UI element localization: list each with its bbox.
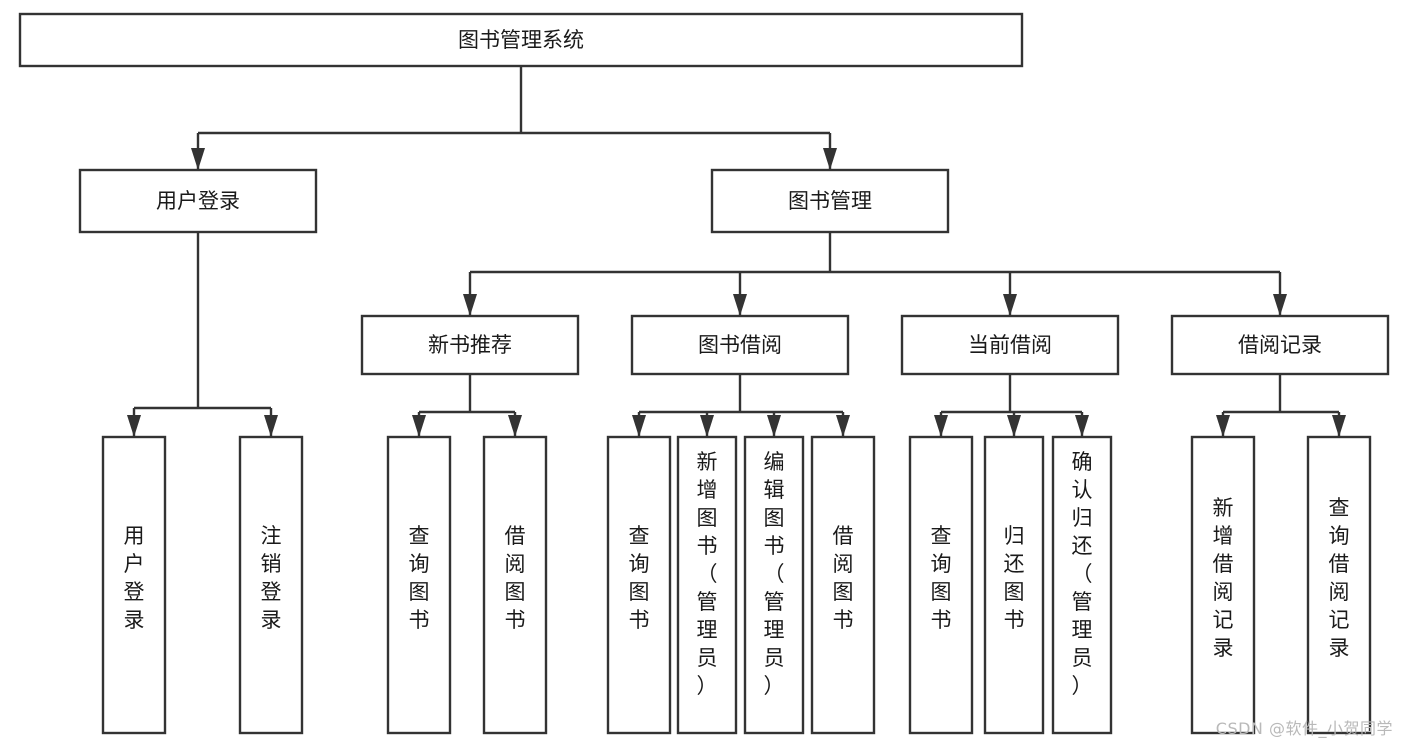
node-root[interactable]: 图书管理系统 (18, 12, 1024, 68)
node-label-leaf-query-book-3: 查询图书 (931, 524, 952, 632)
arrow-head-icon (191, 148, 205, 170)
node-label-leaf-logout: 注销登录 (261, 524, 282, 632)
arrow-head-icon (1075, 415, 1089, 437)
arrow-head-icon (1332, 415, 1346, 437)
arrow-head-icon (700, 415, 714, 437)
node-box-leaf-logout (238, 435, 304, 735)
node-box-leaf-query-borrow-record (1306, 435, 1372, 735)
node-book-manage[interactable]: 图书管理 (710, 168, 950, 234)
arrow-head-icon (1003, 294, 1017, 316)
node-leaf-add-borrow-record[interactable]: 新增借阅记录 (1190, 435, 1256, 735)
connector-layer (127, 66, 1346, 437)
arrow-head-icon (264, 415, 278, 437)
node-leaf-query-book-1[interactable]: 查询图书 (386, 435, 452, 735)
arrow-head-icon (823, 148, 837, 170)
node-user-login[interactable]: 用户登录 (78, 168, 318, 234)
node-label-borrow-record: 借阅记录 (1238, 333, 1322, 357)
node-leaf-borrow-book-2[interactable]: 借阅图书 (810, 435, 876, 735)
arrow-head-icon (412, 415, 426, 437)
node-box-leaf-query-book-2 (606, 435, 672, 735)
node-label-book-borrow: 图书借阅 (698, 333, 782, 357)
node-book-borrow[interactable]: 图书借阅 (630, 314, 850, 376)
node-leaf-query-book-2[interactable]: 查询图书 (606, 435, 672, 735)
arrow-head-icon (934, 415, 948, 437)
node-label-leaf-query-book-2: 查询图书 (629, 524, 650, 632)
arrow-head-icon (767, 415, 781, 437)
arrow-head-icon (733, 294, 747, 316)
arrow-head-icon (836, 415, 850, 437)
arrow-head-icon (508, 415, 522, 437)
node-leaf-borrow-book-1[interactable]: 借阅图书 (482, 435, 548, 735)
node-label-book-manage: 图书管理 (788, 189, 872, 213)
node-box-leaf-query-book-3 (908, 435, 974, 735)
node-leaf-logout[interactable]: 注销登录 (238, 435, 304, 735)
node-leaf-user-login[interactable]: 用户登录 (101, 435, 167, 735)
node-label-leaf-borrow-book-2: 借阅图书 (833, 524, 854, 632)
node-label-leaf-query-borrow-record: 查询借阅记录 (1329, 496, 1350, 660)
arrow-head-icon (1273, 294, 1287, 316)
arrow-head-icon (1216, 415, 1230, 437)
node-new-book-recommend[interactable]: 新书推荐 (360, 314, 580, 376)
node-label-leaf-user-login: 用户登录 (124, 524, 145, 632)
node-current-borrow[interactable]: 当前借阅 (900, 314, 1120, 376)
node-box-borrow-record (1170, 314, 1390, 376)
node-leaf-edit-book-admin[interactable]: 编辑图书（管理员） (743, 435, 805, 735)
node-box-current-borrow (900, 314, 1120, 376)
node-label-leaf-borrow-book-1: 借阅图书 (505, 524, 526, 632)
node-label-new-book-recommend: 新书推荐 (428, 333, 512, 357)
node-box-leaf-confirm-return-admin (1051, 435, 1113, 735)
node-box-leaf-edit-book-admin (743, 435, 805, 735)
arrow-head-icon (1007, 415, 1021, 437)
node-layer: 图书管理系统用户登录图书管理新书推荐图书借阅当前借阅借阅记录用户登录注销登录查询… (18, 12, 1390, 735)
node-box-leaf-add-borrow-record (1190, 435, 1256, 735)
node-label-leaf-edit-book-admin: 编辑图书（管理员） (764, 450, 785, 698)
node-label-user-login: 用户登录 (156, 189, 240, 213)
node-label-leaf-confirm-return-admin: 确认归还（管理员） (1072, 450, 1093, 698)
node-borrow-record[interactable]: 借阅记录 (1170, 314, 1390, 376)
node-box-leaf-borrow-book-1 (482, 435, 548, 735)
node-leaf-return-book[interactable]: 归还图书 (983, 435, 1045, 735)
arrow-head-icon (632, 415, 646, 437)
node-box-new-book-recommend (360, 314, 580, 376)
node-label-leaf-return-book: 归还图书 (1004, 524, 1025, 632)
node-box-leaf-query-book-1 (386, 435, 452, 735)
node-box-leaf-add-book-admin (676, 435, 738, 735)
arrow-head-icon (463, 294, 477, 316)
arrow-head-icon (127, 415, 141, 437)
node-label-current-borrow: 当前借阅 (968, 333, 1052, 357)
node-box-user-login (78, 168, 318, 234)
node-box-root (18, 12, 1024, 68)
node-label-leaf-query-book-1: 查询图书 (409, 524, 430, 632)
node-box-leaf-return-book (983, 435, 1045, 735)
node-leaf-confirm-return-admin[interactable]: 确认归还（管理员） (1051, 435, 1113, 735)
node-leaf-query-borrow-record[interactable]: 查询借阅记录 (1306, 435, 1372, 735)
node-box-book-manage (710, 168, 950, 234)
node-label-leaf-add-borrow-record: 新增借阅记录 (1213, 496, 1234, 660)
node-box-book-borrow (630, 314, 850, 376)
node-label-root: 图书管理系统 (458, 28, 584, 52)
node-label-leaf-add-book-admin: 新增图书（管理员） (697, 450, 718, 698)
node-box-leaf-borrow-book-2 (810, 435, 876, 735)
node-leaf-query-book-3[interactable]: 查询图书 (908, 435, 974, 735)
node-box-leaf-user-login (101, 435, 167, 735)
node-leaf-add-book-admin[interactable]: 新增图书（管理员） (676, 435, 738, 735)
